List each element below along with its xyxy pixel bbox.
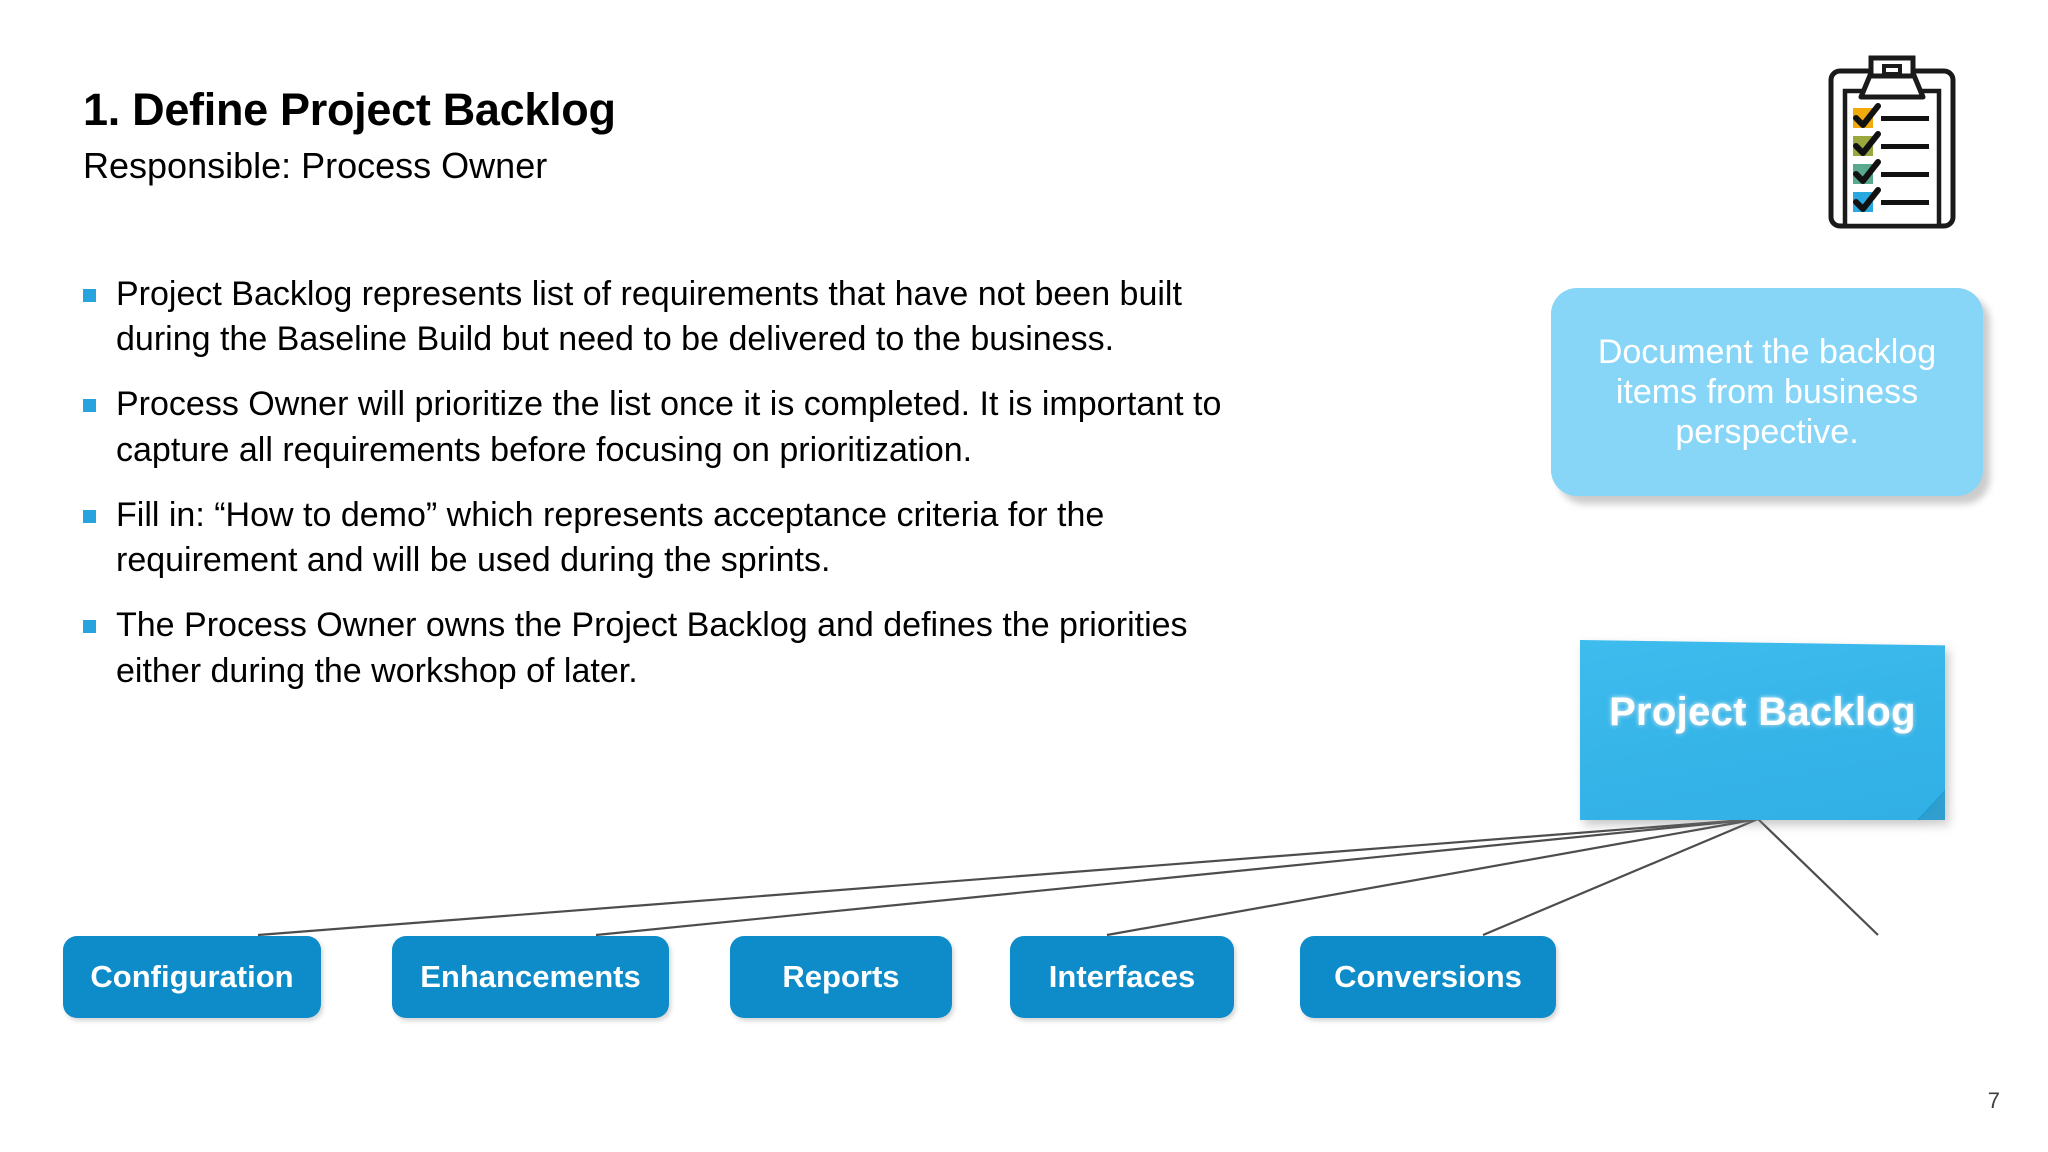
category-box-enhancements[interactable]: Enhancements	[392, 936, 669, 1018]
callout-box: Document the backlog items from business…	[1551, 288, 1983, 496]
bullet-square-icon	[83, 509, 96, 523]
checklist-row-3	[1853, 159, 1929, 184]
category-label: Enhancements	[420, 959, 641, 994]
category-box-conversions[interactable]: Conversions	[1300, 936, 1556, 1018]
list-item-text: Process Owner will prioritize the list o…	[116, 385, 1222, 469]
connector-line-configuration	[257, 817, 1759, 937]
connector-line-reports	[1106, 817, 1759, 937]
title-block: 1. Define Project Backlog Responsible: P…	[83, 85, 1283, 186]
category-box-interfaces[interactable]: Interfaces	[1010, 936, 1234, 1018]
bullet-list: Project Backlog represents list of requi…	[83, 272, 1273, 694]
category-box-reports[interactable]: Reports	[730, 936, 952, 1018]
checklist-row-2	[1853, 131, 1929, 156]
connector-line-conversions	[1757, 818, 1879, 936]
category-box-configuration[interactable]: Configuration	[63, 936, 321, 1018]
project-backlog-document: Project Backlog	[1580, 640, 1945, 820]
connector-line-interfaces	[1482, 817, 1759, 937]
bullet-square-icon	[83, 620, 96, 634]
connector-line-enhancements	[595, 817, 1759, 937]
list-item: Project Backlog represents list of requi…	[83, 272, 1273, 362]
list-item-text: Project Backlog represents list of requi…	[116, 275, 1182, 359]
category-label: Conversions	[1334, 959, 1522, 994]
callout-text: Document the backlog items from business…	[1597, 332, 1937, 452]
list-item: Fill in: “How to demo” which represents …	[83, 493, 1273, 583]
checklist-row-1	[1853, 103, 1929, 128]
list-item: Process Owner will prioritize the list o…	[83, 382, 1273, 472]
category-label: Interfaces	[1048, 959, 1196, 994]
list-item-text: The Process Owner owns the Project Backl…	[116, 606, 1188, 690]
page-number: 7	[1987, 1088, 2000, 1113]
checklist-row-4	[1853, 187, 1929, 212]
bullet-square-icon	[83, 399, 96, 413]
clipboard-checklist-icon	[1827, 55, 1957, 230]
document-body	[1580, 640, 1945, 820]
list-item: The Process Owner owns the Project Backl…	[83, 603, 1273, 693]
bullet-square-icon	[83, 289, 96, 302]
project-backlog-label: Project Backlog	[1609, 690, 1916, 734]
category-label: Reports	[782, 959, 900, 994]
page-subtitle: Responsible: Process Owner	[83, 144, 548, 186]
page-title: 1. Define Project Backlog	[83, 84, 616, 135]
list-item-text: Fill in: “How to demo” which represents …	[116, 495, 1105, 580]
category-label: Configuration	[90, 959, 294, 994]
